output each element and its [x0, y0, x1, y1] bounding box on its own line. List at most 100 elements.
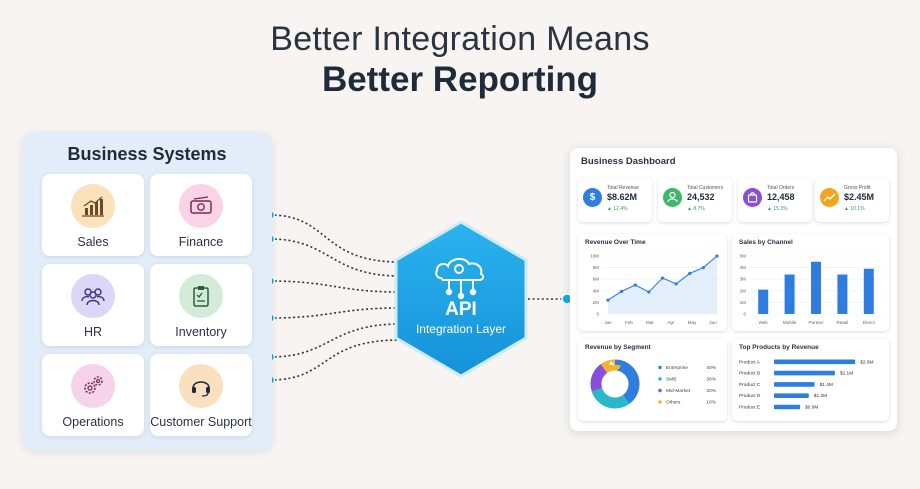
donut-slice	[590, 359, 640, 409]
users-icon	[663, 188, 682, 207]
legend-value: 30%	[706, 377, 716, 383]
product-bar	[774, 370, 835, 376]
kpi-gross-profit[interactable]: Gross Profit $2.45M ▲ 10.1%	[815, 178, 889, 222]
kpi-delta: ▲ 15.3%	[767, 206, 788, 212]
business-systems-panel: Business Systems Sales Finance	[22, 132, 272, 450]
connector-line	[269, 307, 399, 319]
line-point	[633, 283, 637, 287]
kpi-value: 12,458	[767, 192, 795, 202]
system-card-inventory[interactable]: Inventory	[150, 264, 252, 346]
people-icon	[71, 274, 115, 318]
line-point	[660, 276, 665, 280]
x-tick-label: Jun	[709, 320, 717, 325]
panel-title: Sales by Channel	[739, 239, 793, 246]
line-point	[620, 289, 624, 293]
x-tick-label: Direct	[863, 320, 876, 325]
legend-value: 20%	[706, 388, 716, 394]
trend-icon	[820, 188, 839, 207]
y-tick-label: 8M	[593, 265, 600, 270]
y-tick-label: 4M	[740, 265, 747, 270]
panel-title: Top Products by Revenue	[739, 344, 819, 351]
product-bar	[774, 359, 856, 365]
kpi-total-revenue[interactable]: $ Total Revenue $8.62M ▲ 12.4%	[578, 178, 652, 222]
bar	[811, 261, 821, 314]
system-card-finance[interactable]: Finance	[150, 174, 252, 256]
system-card-hr[interactable]: HR	[42, 264, 144, 346]
kpi-total-customers[interactable]: Total Customers 24,532 ▲ 8.7%	[658, 178, 732, 222]
y-tick-label: 4M	[593, 288, 600, 293]
x-tick-label: Jan	[604, 320, 612, 325]
legend-label: Others	[666, 400, 681, 406]
y-tick-label: 2M	[740, 288, 747, 293]
donut-slice	[590, 359, 640, 409]
product-label: Product E	[739, 405, 760, 411]
x-tick-label: Web	[759, 320, 769, 325]
product-label: Product C	[739, 382, 761, 388]
product-value: $2.8M	[860, 359, 873, 365]
y-tick-label: 5M	[740, 254, 747, 259]
system-card-operations[interactable]: Operations	[42, 354, 144, 436]
legend-swatch	[658, 377, 662, 381]
hbar-chart: Product A $2.8M Product B $2.1M Product C $1.…	[739, 359, 874, 411]
bar	[863, 268, 874, 314]
line-point	[715, 254, 719, 258]
y-tick-label: 1M	[740, 300, 747, 305]
product-label: Product B	[739, 371, 760, 377]
panel-title: Revenue Over Time	[585, 239, 646, 246]
connector-line	[269, 238, 401, 277]
bar	[837, 274, 848, 314]
connector-line	[269, 280, 399, 293]
line-point	[606, 298, 610, 302]
system-label: HR	[83, 325, 103, 339]
connector-line	[269, 339, 401, 381]
bar-chart-icon	[71, 184, 115, 228]
bar	[784, 274, 795, 314]
business-systems-title: Business Systems	[67, 144, 227, 164]
line-point	[647, 290, 651, 294]
legend-label: Mid-Market	[666, 388, 691, 394]
kpi-delta: ▲ 8.7%	[687, 206, 705, 212]
legend-label: SMB	[666, 377, 676, 383]
title-line-1: Better Integration Means	[270, 20, 650, 58]
y-tick-label: 2M	[593, 300, 600, 305]
kpi-total-orders[interactable]: Total Orders 12,458 ▲ 15.3%	[738, 178, 812, 222]
legend-value: 10%	[706, 400, 716, 406]
product-label: Product A	[739, 359, 761, 365]
kpi-label: Gross Profit	[844, 185, 871, 191]
kpi-label: Total Revenue	[607, 185, 639, 191]
api-subtitle: Integration Layer	[415, 322, 507, 336]
legend-value: 40%	[706, 365, 716, 371]
kpi-label: Total Customers	[687, 185, 724, 191]
x-tick-label: Feb	[625, 320, 633, 325]
kpi-value: $8.62M	[607, 192, 638, 202]
system-label: Sales	[77, 235, 109, 249]
system-card-customer-support[interactable]: Customer Support	[150, 354, 252, 436]
x-tick-label: Partner	[808, 320, 824, 325]
system-label: Operations	[62, 415, 124, 429]
x-tick-label: May	[688, 320, 697, 325]
kpi-delta: ▲ 10.1%	[844, 206, 865, 212]
business-dashboard: Business Dashboard $ Total Revenue $8.62…	[570, 148, 897, 431]
connector-line	[269, 214, 401, 263]
product-value: $1.2M	[814, 393, 827, 399]
x-tick-label: Mobile	[783, 320, 797, 325]
x-tick-label: Mar	[646, 320, 654, 325]
product-value: $2.1M	[840, 371, 853, 377]
y-tick-label: 6M	[593, 277, 600, 282]
system-card-sales[interactable]: Sales	[42, 174, 144, 256]
product-bar	[774, 404, 801, 410]
api-hexagon	[393, 220, 529, 378]
kpi-value: 24,532	[687, 192, 715, 202]
line-point	[688, 271, 692, 275]
product-value: $0.9M	[805, 405, 818, 411]
panel-title: Revenue by Segment	[585, 344, 651, 351]
donut-slice	[590, 359, 640, 409]
kpi-value: $2.45M	[844, 192, 875, 202]
y-tick-label: 10M	[590, 254, 599, 259]
product-bar	[774, 393, 809, 398]
